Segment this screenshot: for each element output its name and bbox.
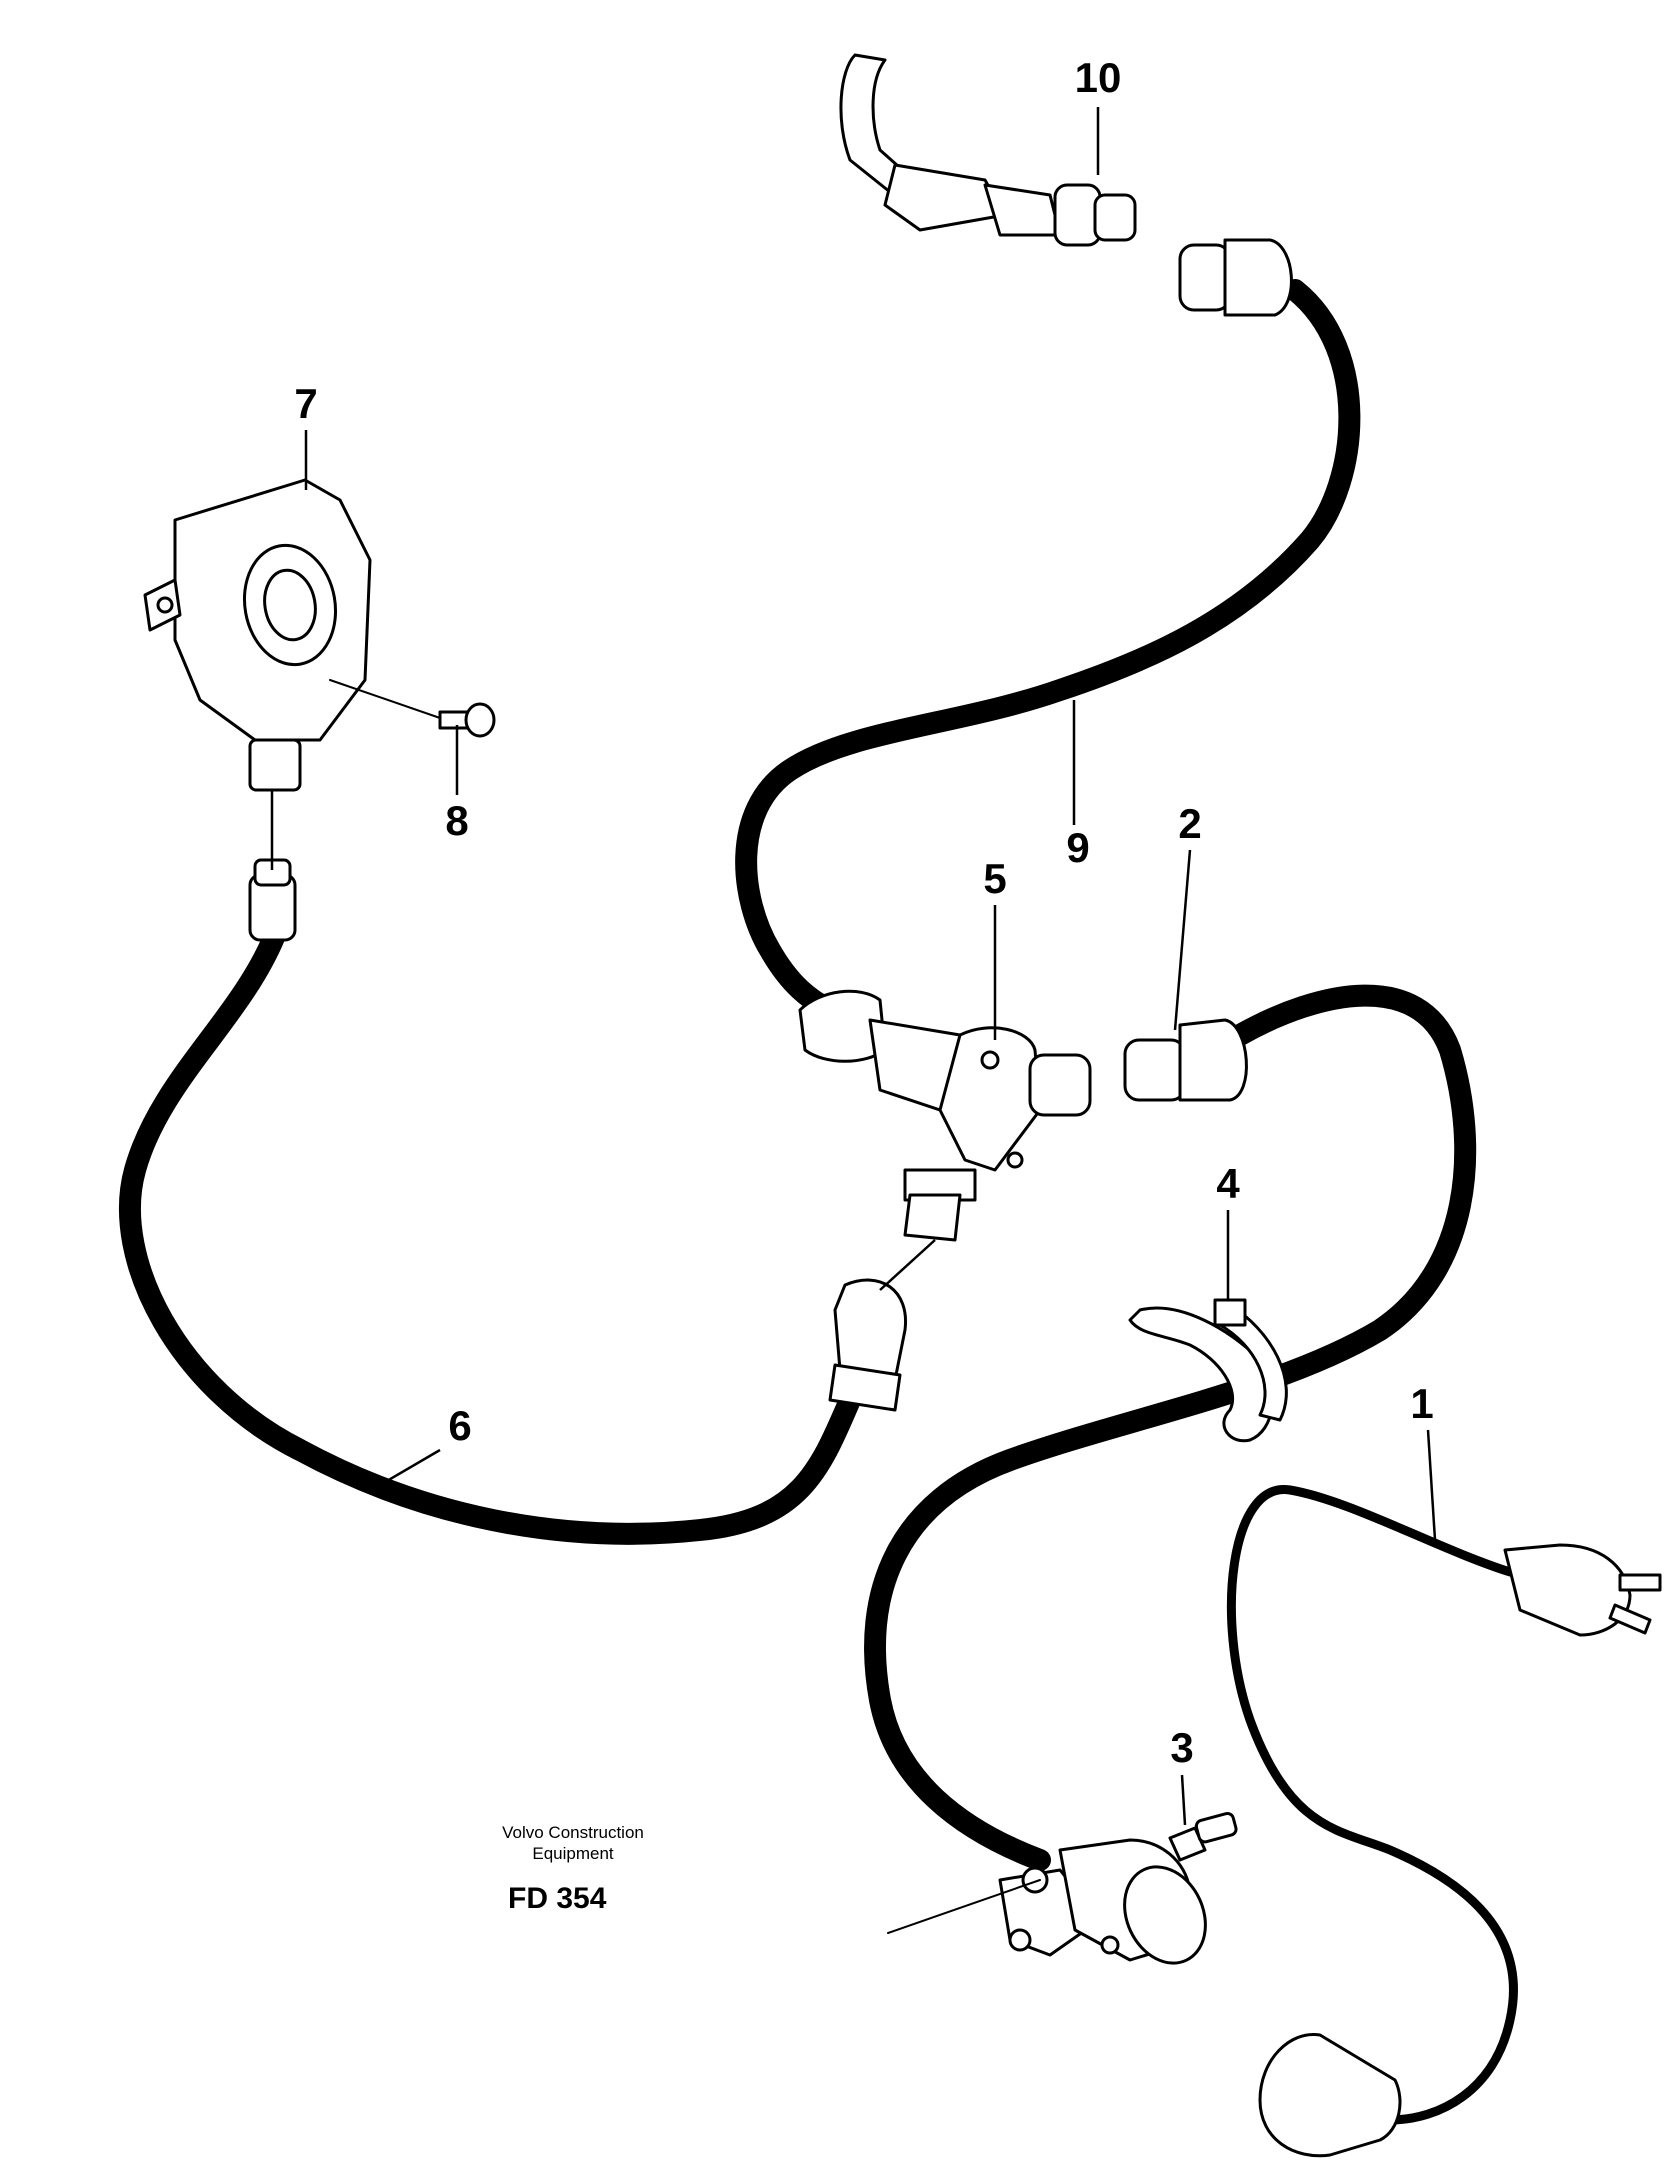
callout-3: 3 [1170, 1724, 1193, 1771]
credit-line-1: Volvo Construction [502, 1823, 644, 1842]
cable-6-plug [248, 858, 908, 1412]
leader-6 [379, 1448, 441, 1487]
t-connector-joint-line [879, 1239, 936, 1291]
callout-1: 1 [1410, 1380, 1433, 1427]
plug-10 [839, 53, 1293, 317]
leader-1 [1426, 1429, 1437, 1541]
t-connector-5 [798, 989, 1092, 1242]
cable-6 [119, 924, 861, 1545]
socket-7 [143, 478, 496, 792]
callout-5: 5 [983, 855, 1006, 902]
callout-9: 9 [1066, 824, 1089, 871]
mains-plug [1503, 1543, 1662, 1637]
leader-3 [1180, 1774, 1187, 1826]
socket-3 [887, 1812, 1238, 1965]
callout-4: 4 [1216, 1160, 1240, 1207]
callout-7: 7 [294, 380, 317, 427]
leader-lines [304, 107, 1437, 1826]
leader-2 [1173, 849, 1192, 1031]
callout-6: 6 [448, 1402, 471, 1449]
callout-2: 2 [1178, 800, 1201, 847]
cable-tie-4 [1128, 1298, 1288, 1443]
cable-9 [735, 279, 1361, 1021]
cable-2-connector [1123, 1018, 1248, 1102]
figure-code: FD 354 [508, 1882, 607, 1915]
cable-1 [1226, 1485, 1518, 2125]
callout-10: 10 [1075, 54, 1122, 101]
credit-line-2: Equipment [532, 1844, 614, 1863]
callout-8: 8 [445, 797, 468, 844]
cable-2 [864, 984, 1477, 1871]
end-bulb [1258, 2032, 1402, 2158]
